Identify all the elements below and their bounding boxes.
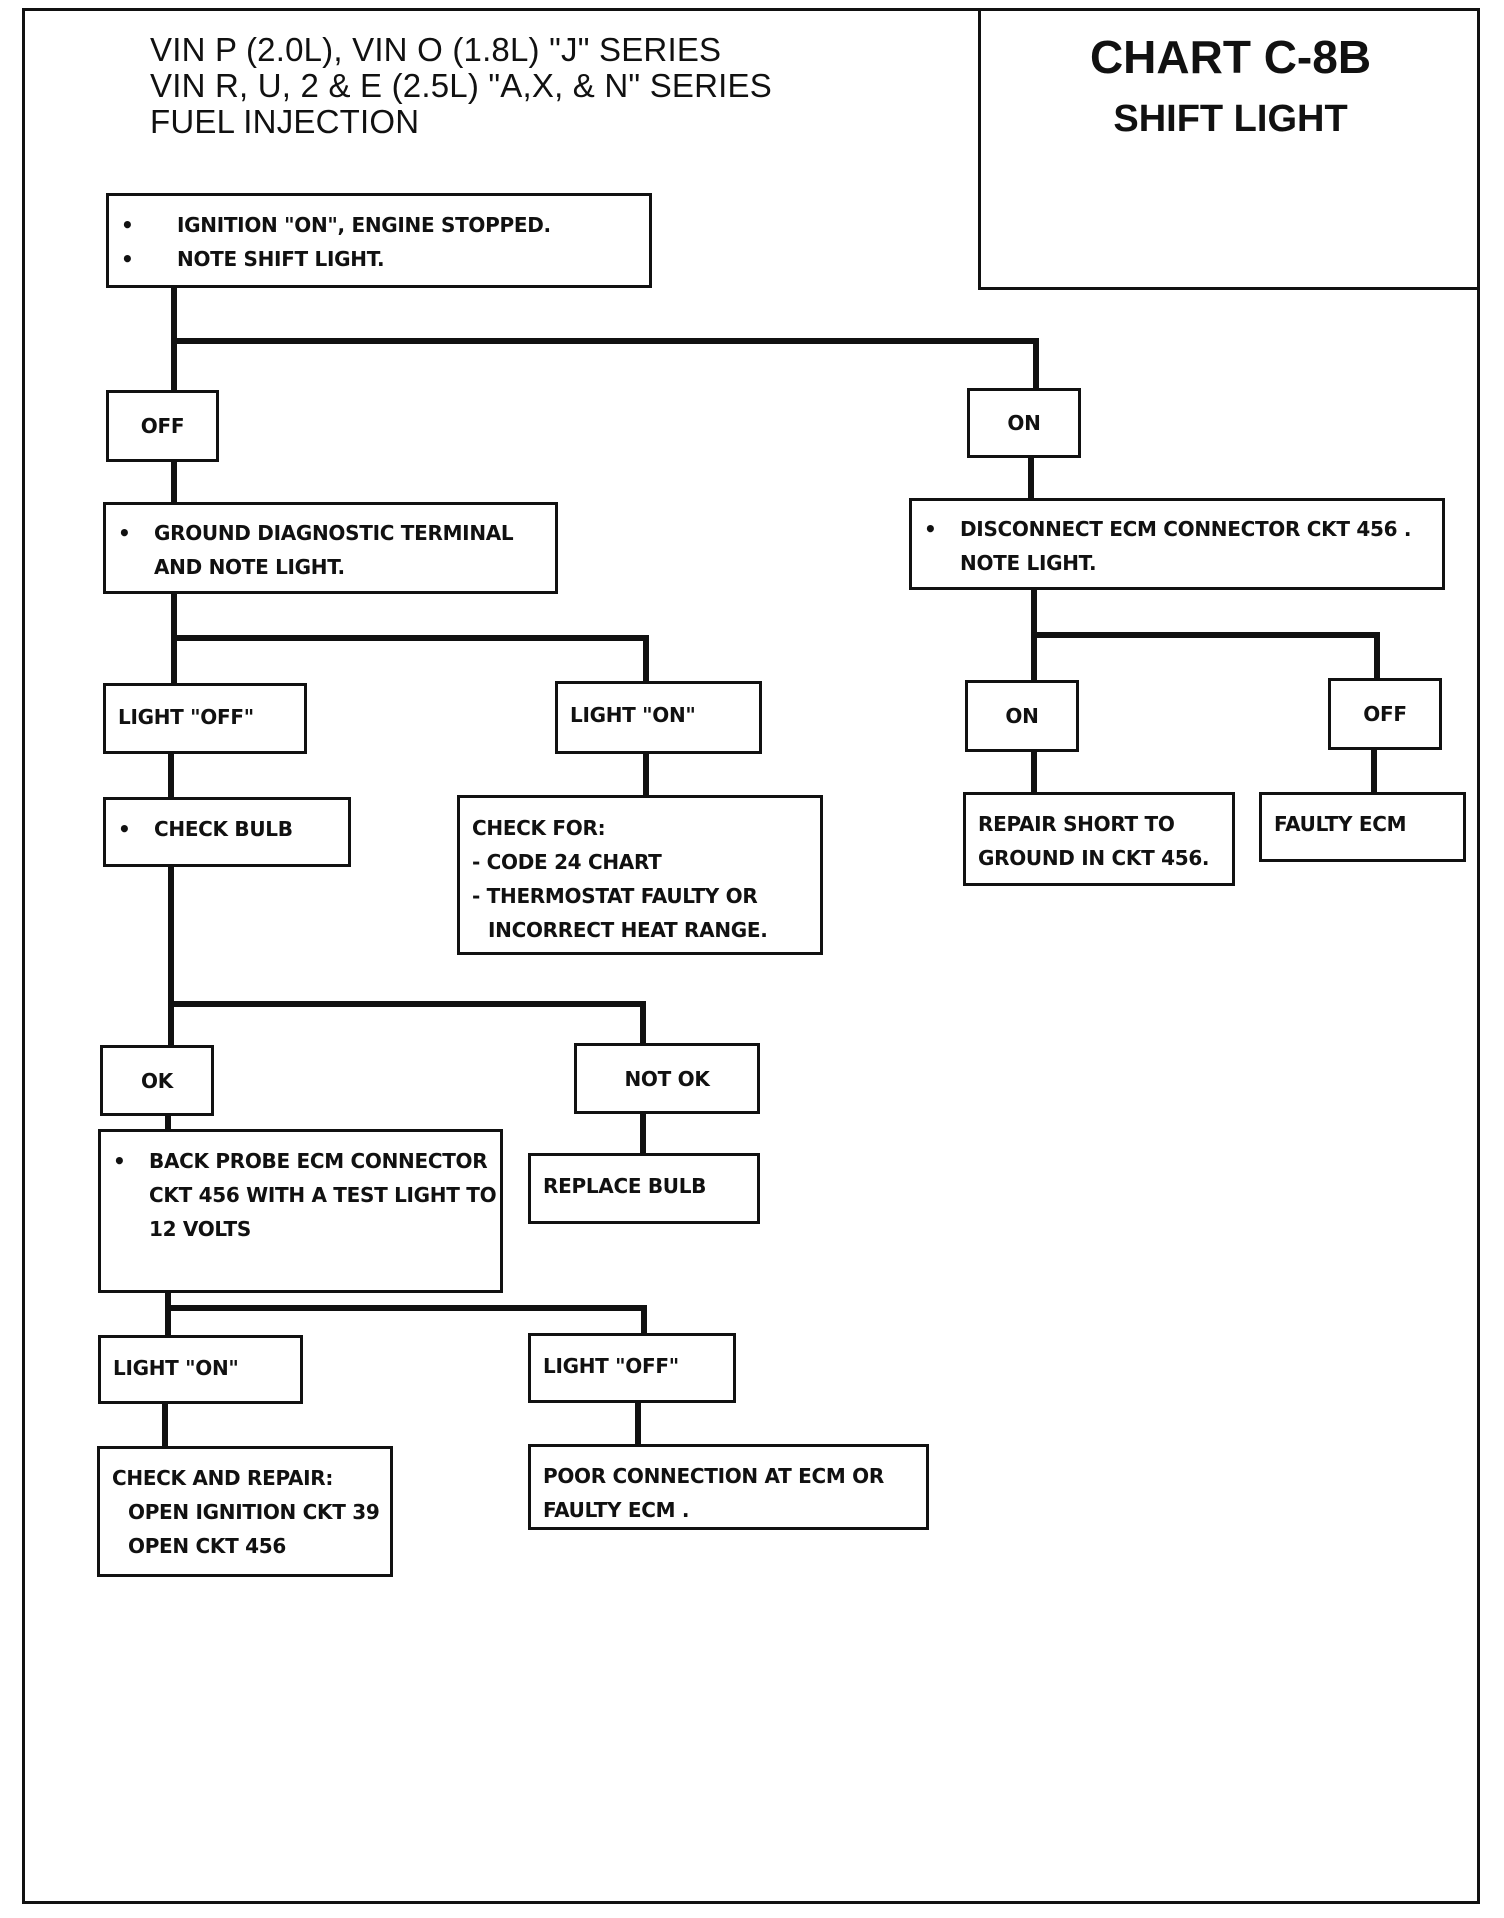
light-on-label-2: LIGHT "ON" [113,1356,239,1380]
ecm-on-label: ON [1005,704,1039,728]
check-for-line-1: CHECK FOR: [472,816,606,840]
connector [643,752,649,798]
start-step-line-1: IGNITION "ON", ENGINE STOPPED. [177,213,551,237]
connector [1374,632,1380,682]
check-repair-line-2: OPEN IGNITION CKT 39 [128,1500,380,1524]
chart-subtitle: SHIFT LIGHT [1113,98,1348,140]
header-line-2: VIN R, U, 2 & E (2.5L) "A,X, & N" SERIES [150,67,772,104]
check-bulb-label: CHECK BULB [154,817,293,841]
light-on-box-1: LIGHT "ON" [555,681,762,754]
ecm-off-label: OFF [1363,702,1407,726]
connector [1371,750,1377,794]
connector [168,864,174,1048]
ecm-on-box: ON [965,680,1079,752]
header-line-3: FUEL INJECTION [150,103,420,140]
connector [1031,632,1380,638]
bullet-icon: • [121,247,134,271]
bullet-icon: • [121,213,134,237]
connector [165,1290,171,1338]
back-probe-box: • BACK PROBE ECM CONNECTOR CKT 456 WITH A… [98,1129,503,1293]
bullet-icon: • [924,517,937,541]
repair-short-line-2: GROUND IN CKT 456. [978,846,1210,870]
connector [168,1001,646,1007]
connector [171,635,649,641]
light-on-box-2: LIGHT "ON" [98,1335,303,1404]
result-on-label: ON [1007,411,1041,435]
result-ok-box: OK [100,1045,214,1116]
result-off-label: OFF [140,414,185,438]
light-off-box-1: LIGHT "OFF" [103,683,307,754]
connector [643,635,649,685]
ground-terminal-line-2: AND NOTE LIGHT. [154,555,345,579]
connector [171,460,177,504]
faulty-ecm-box: FAULTY ECM [1259,792,1466,862]
connector [162,1400,168,1450]
light-off-label-2: LIGHT "OFF" [543,1354,679,1378]
disconnect-ecm-line-1: DISCONNECT ECM CONNECTOR CKT 456 . [960,517,1412,541]
check-repair-line-3: OPEN CKT 456 [128,1534,286,1558]
check-for-line-4: INCORRECT HEAT RANGE. [488,918,768,942]
result-off-box: OFF [106,390,219,462]
header-line-1: VIN P (2.0L), VIN O (1.8L) "J" SERIES [150,31,722,68]
chart-title-box: CHART C-8B SHIFT LIGHT [978,8,1480,290]
connector [640,1001,646,1045]
connector [168,752,174,800]
check-for-line-2: - CODE 24 CHART [472,850,662,874]
connector [1031,750,1037,794]
bullet-icon: • [118,817,131,841]
connector [640,1111,646,1157]
result-not-ok-label: NOT OK [624,1066,710,1091]
replace-bulb-label: REPLACE BULB [543,1174,707,1198]
result-ok-label: OK [141,1068,173,1093]
check-for-box: CHECK FOR: - CODE 24 CHART - THERMOSTAT … [457,795,823,955]
poor-connection-line-1: POOR CONNECTION AT ECM OR [543,1464,884,1488]
page-frame [22,8,1480,1904]
bullet-icon: • [113,1149,126,1173]
start-step-line-2: NOTE SHIFT LIGHT. [177,247,385,271]
light-off-box-2: LIGHT "OFF" [528,1333,736,1403]
repair-short-line-1: REPAIR SHORT TO [978,812,1175,836]
disconnect-ecm-line-2: NOTE LIGHT. [960,551,1097,575]
faulty-ecm-label: FAULTY ECM [1274,812,1407,836]
light-on-label-1: LIGHT "ON" [570,703,696,727]
replace-bulb-box: REPLACE BULB [528,1153,760,1224]
check-bulb-box: • CHECK BULB [103,797,351,867]
disconnect-ecm-box: • DISCONNECT ECM CONNECTOR CKT 456 . NOTE… [909,498,1445,590]
back-probe-line-3: 12 VOLTS [149,1217,252,1241]
check-for-line-3: - THERMOSTAT FAULTY OR [472,884,758,908]
connector [171,338,1039,344]
ground-terminal-box: • GROUND DIAGNOSTIC TERMINAL AND NOTE LIG… [103,502,558,594]
poor-connection-box: POOR CONNECTION AT ECM OR FAULTY ECM . [528,1444,929,1530]
vehicle-header: VIN P (2.0L), VIN O (1.8L) "J" SERIES VI… [150,32,772,140]
chart-title: CHART C-8B [1089,31,1372,83]
check-repair-line-1: CHECK AND REPAIR: [112,1466,334,1490]
check-repair-box: CHECK AND REPAIR: OPEN IGNITION CKT 39 O… [97,1446,393,1577]
result-on-box: ON [967,388,1081,458]
connector [1028,456,1034,500]
poor-connection-line-2: FAULTY ECM . [543,1498,690,1522]
repair-short-box: REPAIR SHORT TO GROUND IN CKT 456. [963,792,1235,886]
light-off-label-1: LIGHT "OFF" [118,705,254,729]
ground-terminal-line-1: GROUND DIAGNOSTIC TERMINAL [154,521,514,545]
connector [635,1400,641,1448]
result-not-ok-box: NOT OK [574,1043,760,1114]
back-probe-line-1: BACK PROBE ECM CONNECTOR [149,1149,488,1173]
ecm-off-box: OFF [1328,678,1442,750]
connector [1033,338,1039,388]
connector [165,1114,171,1136]
connector [641,1305,647,1335]
start-step-box: • IGNITION "ON", ENGINE STOPPED. • NOTE SH… [106,193,652,288]
bullet-icon: • [118,521,131,545]
connector [165,1305,647,1311]
back-probe-line-2: CKT 456 WITH A TEST LIGHT TO [149,1183,497,1207]
